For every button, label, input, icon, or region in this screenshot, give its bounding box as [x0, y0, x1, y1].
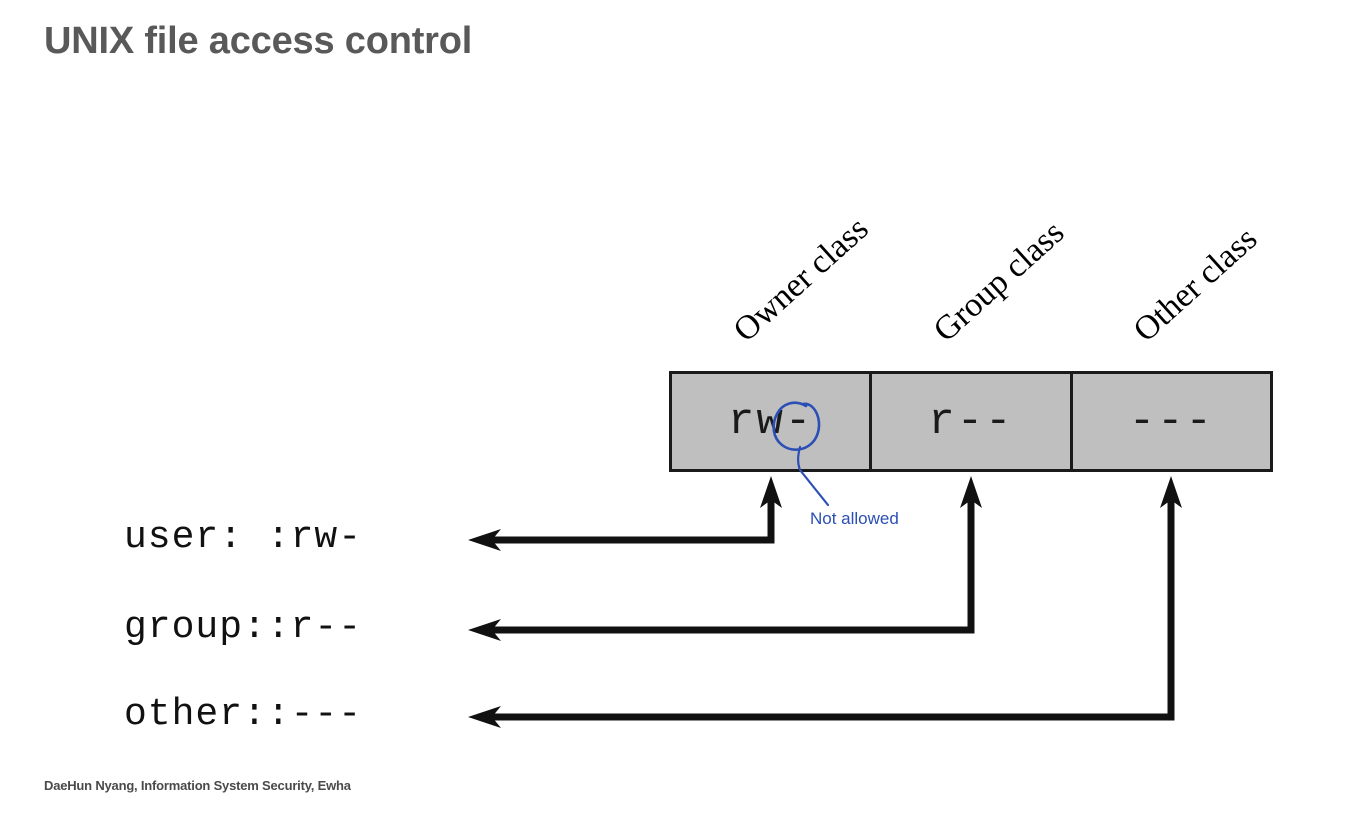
not-allowed-annotation: Not allowed [810, 509, 899, 528]
connector-arrow-group [468, 476, 982, 641]
acl-entry-other: other::--- [124, 693, 363, 736]
acl-entry-user: user: :rw- [124, 516, 363, 559]
permission-cell-group: r-- [869, 374, 1069, 469]
class-label-group: Group class [926, 213, 1072, 350]
acl-entry-group: group::r-- [124, 606, 363, 649]
permission-bits-other: --- [1128, 396, 1214, 447]
permission-cell-other: --- [1069, 374, 1270, 469]
footer-credit: DaeHun Nyang, Information System Securit… [44, 778, 351, 793]
permission-cell-owner: rw- [672, 374, 869, 469]
permission-box: rw- r-- --- [669, 371, 1273, 472]
connector-arrow-user [468, 476, 782, 551]
page-title: UNIX file access control [44, 20, 473, 62]
class-label-other: Other class [1126, 220, 1265, 350]
permission-bits-owner: rw- [728, 396, 814, 447]
permission-bits-group: r-- [928, 396, 1014, 447]
class-label-owner: Owner class [726, 209, 876, 350]
